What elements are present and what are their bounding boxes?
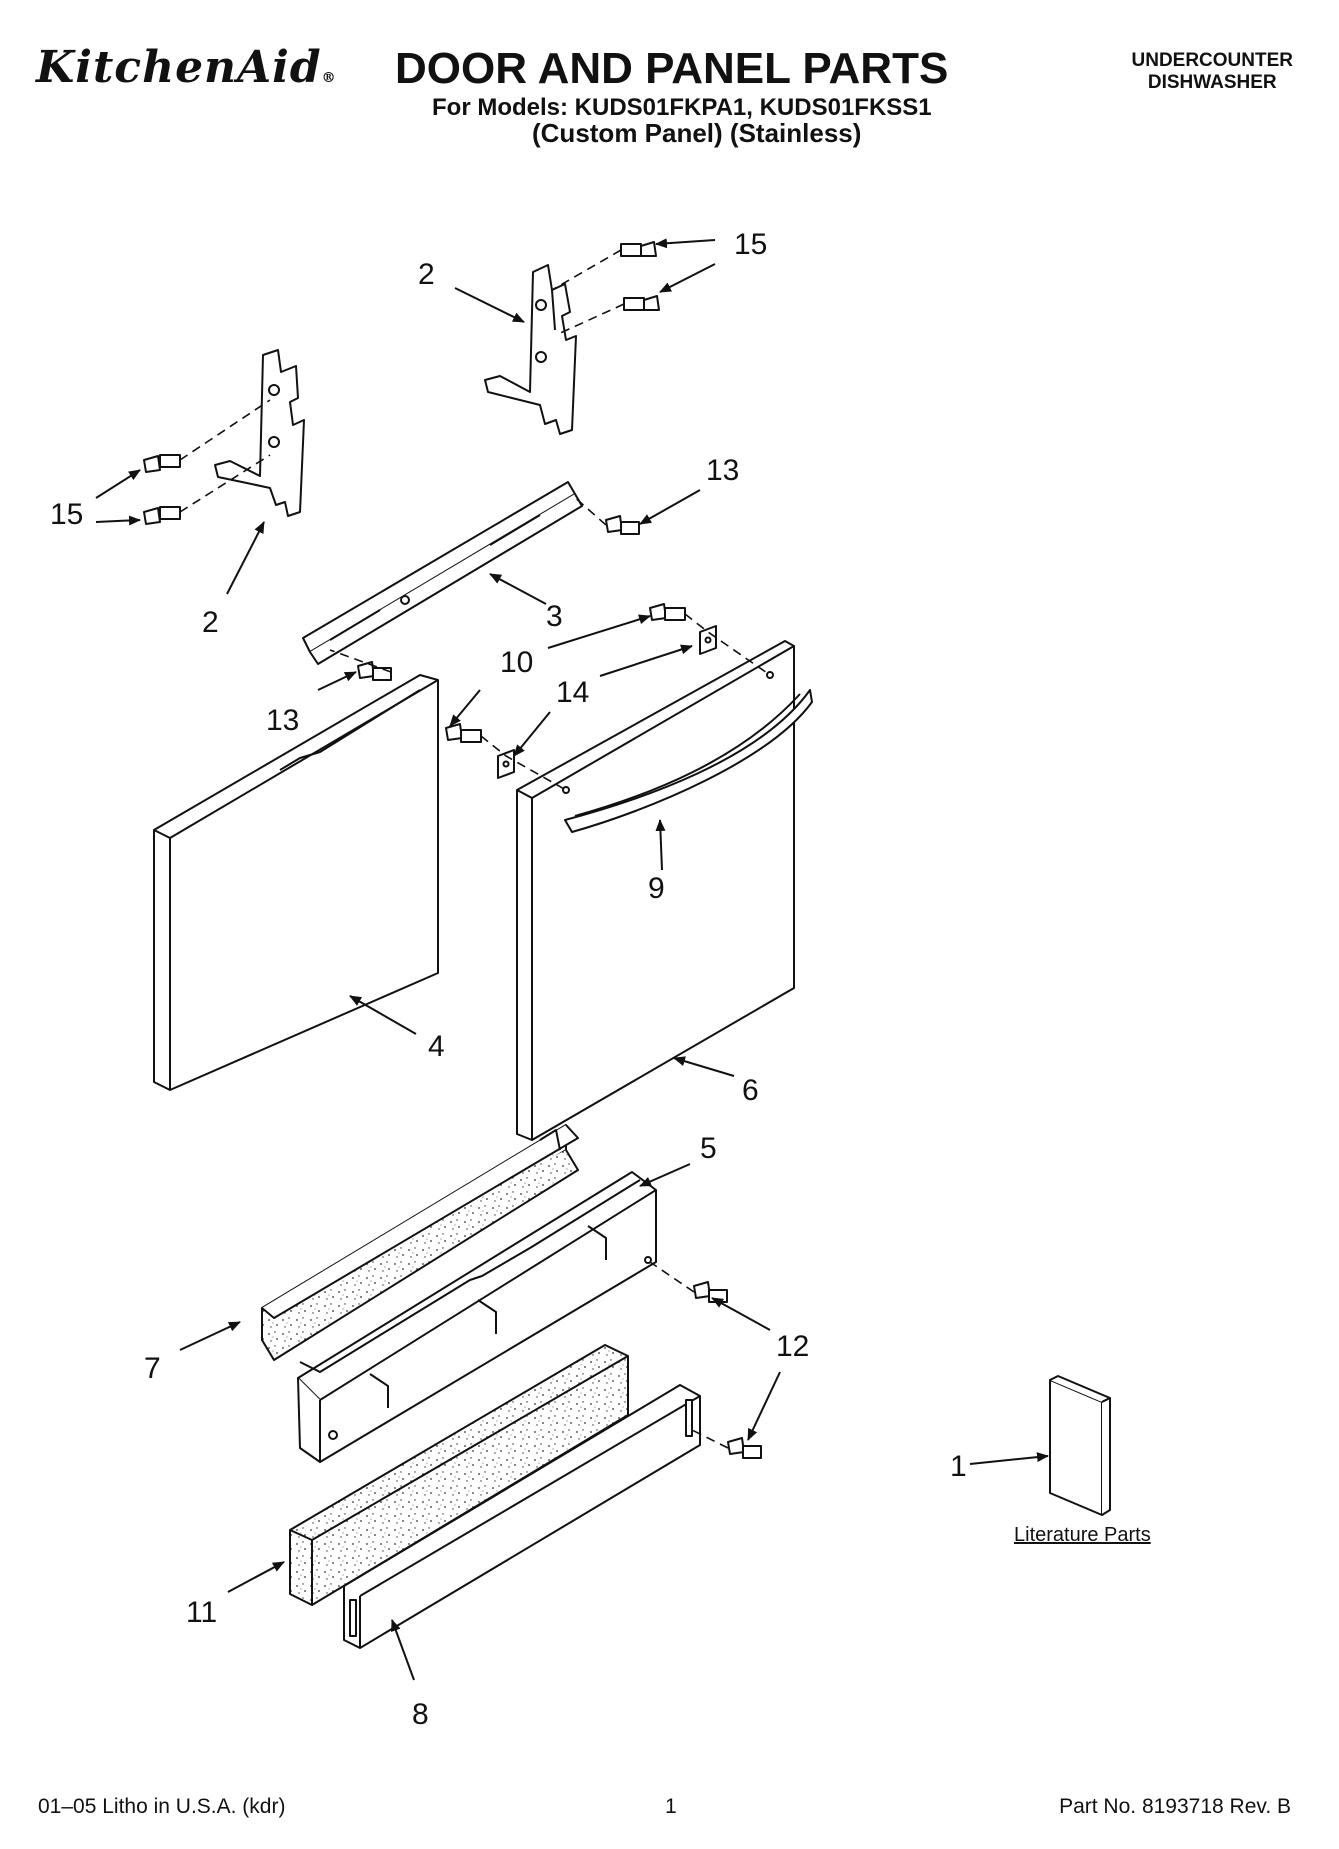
screw-12-lower — [727, 1437, 762, 1459]
leader-arrow — [655, 819, 666, 871]
insulation-strip-7 — [261, 1124, 579, 1361]
leader-arrow — [969, 1452, 1049, 1465]
callout-8: 8 — [412, 1698, 429, 1731]
screw-13-right — [605, 515, 640, 535]
alignment-line — [179, 399, 271, 461]
leader-arrow — [95, 515, 141, 526]
leader-arrow — [747, 1371, 781, 1441]
footer-print-info: 01–05 Litho in U.S.A. (kdr) — [38, 1795, 286, 1818]
models-line: For Models: KUDS01FKPA1, KUDS01FKSS1 — [432, 94, 932, 121]
literature-parts-label: Literature Parts — [1014, 1524, 1151, 1546]
clip-14-left — [497, 749, 515, 779]
leader-arrow — [599, 644, 693, 677]
screw-15-lower-b — [143, 506, 181, 525]
leader-arrow — [639, 489, 701, 525]
callout-5: 5 — [700, 1132, 717, 1165]
callout-7: 7 — [144, 1352, 161, 1385]
leader-arrow — [711, 1297, 771, 1331]
screw-15-upper-a — [620, 241, 657, 257]
clip-14-right — [699, 625, 717, 655]
callout-13-left: 13 — [266, 704, 299, 737]
callout-9: 9 — [648, 872, 665, 905]
leader-arrow — [513, 711, 551, 757]
leader-arrow — [227, 1561, 285, 1593]
callout-1: 1 — [950, 1450, 967, 1483]
footer-page-number: 1 — [665, 1795, 677, 1818]
alignment-line — [684, 613, 771, 676]
registered-mark: ® — [321, 70, 337, 86]
screw-10-left — [445, 723, 482, 743]
screw-12-upper — [693, 1281, 728, 1303]
literature-booklet — [1049, 1375, 1111, 1516]
door-handle — [564, 689, 813, 833]
leader-arrow — [226, 521, 265, 595]
leader-arrow — [391, 1619, 415, 1681]
leader-arrow — [639, 1163, 691, 1187]
toe-panel-bracket — [297, 1171, 657, 1463]
callout-15-top: 15 — [734, 228, 767, 261]
leader-arrow — [317, 671, 357, 691]
callout-11: 11 — [186, 1596, 217, 1629]
alignment-line — [571, 494, 607, 526]
hinge-bracket-right — [484, 264, 577, 435]
brand-logo: KitchenAid® — [36, 42, 337, 93]
callout-6: 6 — [742, 1074, 759, 1107]
callout-12-upper: 12 — [776, 1330, 809, 1363]
leader-arrow — [673, 1056, 735, 1077]
leader-arrow — [655, 238, 716, 249]
appliance-type: UNDERCOUNTER DISHWASHER — [1132, 50, 1294, 94]
appliance-line-1: UNDERCOUNTER — [1131, 50, 1294, 71]
callout-15-left: 15 — [50, 498, 83, 531]
leader-arrow — [489, 573, 547, 605]
callout-4: 4 — [428, 1030, 445, 1063]
leader-arrow — [454, 287, 525, 323]
leader-arrow — [659, 263, 716, 293]
callout-2-top: 2 — [418, 258, 435, 291]
alignment-line — [551, 249, 622, 291]
alignment-line — [480, 735, 567, 791]
mounting-rail — [302, 481, 583, 665]
screw-15-lower-a — [143, 454, 181, 473]
alignment-line — [329, 649, 392, 673]
callout-14: 14 — [556, 676, 589, 709]
page-title: DOOR AND PANEL PARTS — [395, 44, 949, 93]
leader-arrow — [179, 1321, 241, 1351]
toe-panel — [343, 1384, 701, 1649]
alignment-line — [691, 1429, 729, 1449]
leader-arrow — [449, 689, 481, 727]
leader-arrow — [547, 614, 651, 649]
callout-13-right: 13 — [706, 454, 739, 487]
alignment-line — [555, 303, 625, 336]
callout-10: 10 — [500, 646, 533, 679]
screw-10-right — [649, 603, 686, 621]
callout-3: 3 — [546, 600, 563, 633]
variants-line: (Custom Panel) (Stainless) — [532, 118, 862, 148]
footer-part-number: Part No. 8193718 Rev. B — [1059, 1795, 1291, 1818]
hinge-bracket-left — [214, 349, 305, 517]
alignment-line — [649, 1261, 695, 1293]
screw-15-upper-b — [623, 295, 660, 311]
callout-2-lower: 2 — [202, 606, 219, 639]
leader-arrow — [349, 995, 417, 1035]
leader-arrow — [95, 469, 141, 499]
alignment-line — [179, 454, 271, 513]
brand-name: KitchenAid — [36, 42, 322, 93]
appliance-line-2: DISHWASHER — [1147, 72, 1277, 93]
custom-door-panel — [153, 674, 439, 1091]
